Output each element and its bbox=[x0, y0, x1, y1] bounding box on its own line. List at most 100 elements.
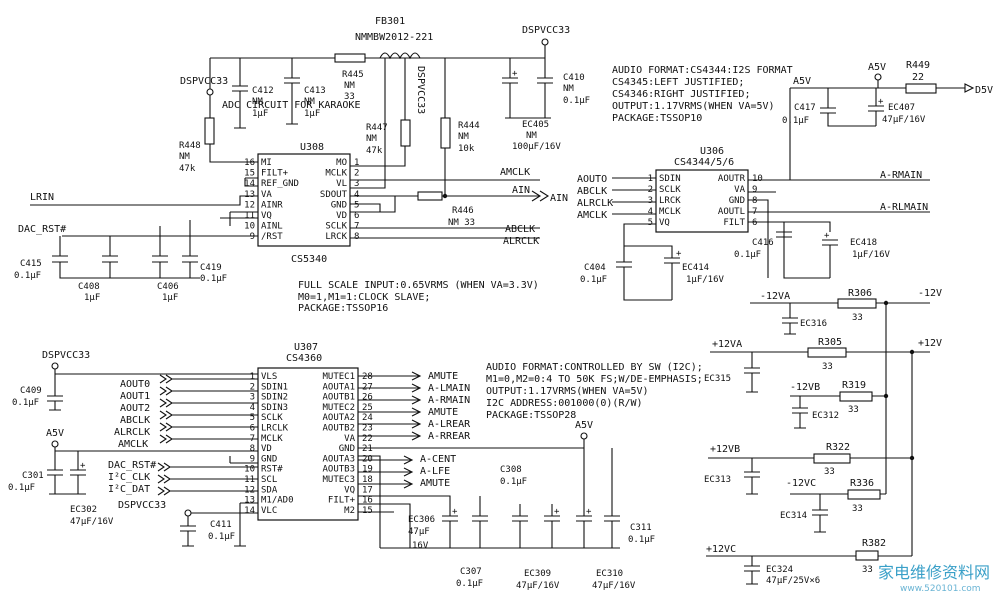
u307-pins-right-num-10: 18 bbox=[362, 475, 373, 485]
u307-pins-left-name-9: RST# bbox=[261, 465, 283, 475]
c413-label: C413 bbox=[304, 86, 326, 96]
c411-value: 0.1μF bbox=[208, 532, 235, 542]
u306-pins-right-name-1: VA bbox=[734, 185, 745, 195]
u306-pins-right-name-2: GND bbox=[729, 196, 745, 206]
arrow-aout2 bbox=[159, 398, 258, 408]
in-abclk-label: ABCLK bbox=[120, 415, 150, 426]
u307-pins-right-num-3: 25 bbox=[362, 403, 373, 413]
u306-pins-right-num-0: 10 bbox=[752, 174, 763, 184]
u307-pins-left-name-6: MCLK bbox=[261, 434, 283, 444]
u307-pins-left-num-10: 11 bbox=[244, 475, 255, 485]
ec405-value: 100μF/16V bbox=[512, 142, 561, 152]
u307-pins-right-name-13: M2 bbox=[344, 506, 355, 516]
lrin-label: LRIN bbox=[30, 192, 54, 203]
r448-nm: NM bbox=[179, 152, 190, 162]
u308-pins-right-name-1: MCLK bbox=[325, 169, 347, 179]
u307-pins-right-name-0: MUTEC1 bbox=[322, 372, 355, 382]
u307-pins-right-name-12: FILT+ bbox=[328, 496, 356, 506]
r336-value: 33 bbox=[852, 504, 863, 514]
wire-vl bbox=[350, 58, 386, 189]
u308-label: U308 bbox=[300, 142, 324, 153]
caps-c404-ec414 bbox=[616, 223, 680, 301]
c410-value: 0.1μF bbox=[563, 96, 590, 106]
af-line-2: CS4345:LEFT JUSTIFIED; bbox=[612, 77, 744, 88]
ec312-label: EC312 bbox=[812, 411, 839, 421]
c404-value: 0.1μF bbox=[580, 275, 607, 285]
u307-pins-left-name-1: SDIN1 bbox=[261, 382, 288, 392]
u308-pins-left-num-7: 9 bbox=[250, 232, 255, 242]
c417-value: 0.1μF bbox=[782, 116, 809, 126]
ec315-label: EC315 bbox=[704, 374, 731, 384]
aouto-label: AOUTO bbox=[577, 174, 607, 185]
ec414-plus: + bbox=[676, 249, 682, 259]
caps-c417-ec407 bbox=[820, 88, 884, 127]
u307-pins-left-name-2: SDIN2 bbox=[261, 393, 288, 403]
out-amute1-label: AMUTE bbox=[428, 371, 458, 382]
caps-u308-bottom bbox=[52, 220, 200, 279]
c408-value: 1μF bbox=[84, 293, 100, 303]
junction-m12vb bbox=[883, 393, 889, 399]
fb301-value: NMMBW2012-221 bbox=[355, 32, 433, 43]
c412-label: C412 bbox=[252, 86, 274, 96]
ec309-plus: + bbox=[554, 507, 560, 517]
alrclk-label: ALRCLK bbox=[503, 236, 539, 247]
c301-label: C301 bbox=[22, 471, 44, 481]
u308-pins-right-num-3: 4 bbox=[354, 190, 359, 200]
u308-pins-right-num-4: 5 bbox=[354, 200, 359, 210]
r447-nm: NM bbox=[366, 134, 377, 144]
af2-line-5: PACKAGE:TSSOP28 bbox=[486, 410, 576, 421]
u308-part: CS5340 bbox=[291, 254, 327, 265]
u307-pins-right-num-8: 20 bbox=[362, 454, 373, 464]
abclk-label: ABCLK bbox=[505, 224, 535, 235]
arrow-alrclk bbox=[159, 422, 258, 432]
r447-label: R447 bbox=[366, 123, 388, 133]
af-line-5: PACKAGE:TSSOP10 bbox=[612, 113, 702, 124]
d5v-arrow bbox=[964, 83, 975, 93]
u307-pins-right-num-5: 23 bbox=[362, 424, 373, 434]
u307-pins-right-num-7: 21 bbox=[362, 444, 373, 454]
c404-label: C404 bbox=[584, 263, 606, 273]
resistor-r449 bbox=[905, 83, 937, 94]
ec407-plus: + bbox=[878, 97, 884, 107]
r449-value: 22 bbox=[912, 72, 924, 83]
note-package-u308: PACKAGE:TSSOP16 bbox=[298, 303, 388, 314]
ec418-value: 1μF/16V bbox=[852, 250, 891, 260]
dac-u307-section: DSPVCC33 C409 0.1μF AOUT0 AOUT1 AOUT2 AB… bbox=[8, 342, 703, 591]
u307-pins-right-num-9: 19 bbox=[362, 465, 373, 475]
u306-pins-left-num-2: 3 bbox=[648, 196, 653, 206]
u308-pins-right-name-7: LRCK bbox=[325, 232, 347, 242]
a5v-top-terminal bbox=[874, 73, 882, 81]
u307-pins-right-name-8: AOUTA3 bbox=[322, 454, 355, 464]
watermark-text: 家电维修资料网 bbox=[878, 563, 990, 582]
wire-c409-vls bbox=[47, 369, 258, 411]
u307-pins-right-name-1: AOUTA1 bbox=[322, 382, 355, 392]
wire-va-a5v bbox=[358, 439, 592, 548]
u306-pins-right-name-3: AOUTL bbox=[718, 207, 745, 217]
u307-pins-left-num-7: 8 bbox=[250, 444, 255, 454]
u307-pins-left-name-12: M1/AD0 bbox=[261, 496, 294, 506]
rail-p12va bbox=[710, 351, 930, 393]
wire-vlc-c411 bbox=[180, 502, 258, 547]
u307-pins-right-num-0: 28 bbox=[362, 372, 373, 382]
dac-u306-section: AUDIO FORMAT:CS4344:I2S FORMAT CS4345:LE… bbox=[577, 60, 993, 301]
p12va-label: +12VA bbox=[712, 339, 742, 350]
watermark-url: www.520101.com bbox=[900, 584, 981, 594]
r319-value: 33 bbox=[848, 405, 859, 415]
u307-pins-right-name-3: MUTEC2 bbox=[322, 403, 355, 413]
ec309-label: EC309 bbox=[524, 569, 551, 579]
r446-value: NM 33 bbox=[448, 218, 475, 228]
u306-amclk-label: AMCLK bbox=[577, 210, 607, 221]
af2-line-1: AUDIO FORMAT:CONTROLLED BY SW (I2C); bbox=[486, 362, 703, 373]
r445-value: 33 bbox=[344, 92, 355, 102]
rail-p12vb bbox=[708, 457, 912, 495]
in-aout0-label: AOUT0 bbox=[120, 379, 150, 390]
r322-value: 33 bbox=[824, 467, 835, 477]
ain-label: AIN bbox=[512, 185, 530, 196]
arrow-aout0 bbox=[159, 374, 258, 384]
caps-c416-ec418 bbox=[748, 191, 838, 279]
u308-pins-left-num-2: 14 bbox=[244, 179, 255, 189]
u307-pins-left-name-13: VLC bbox=[261, 506, 277, 516]
u307-pins-right-num-1: 27 bbox=[362, 382, 373, 392]
ec306-value2: 16V bbox=[412, 541, 429, 551]
c412-nm: NM bbox=[252, 97, 263, 107]
